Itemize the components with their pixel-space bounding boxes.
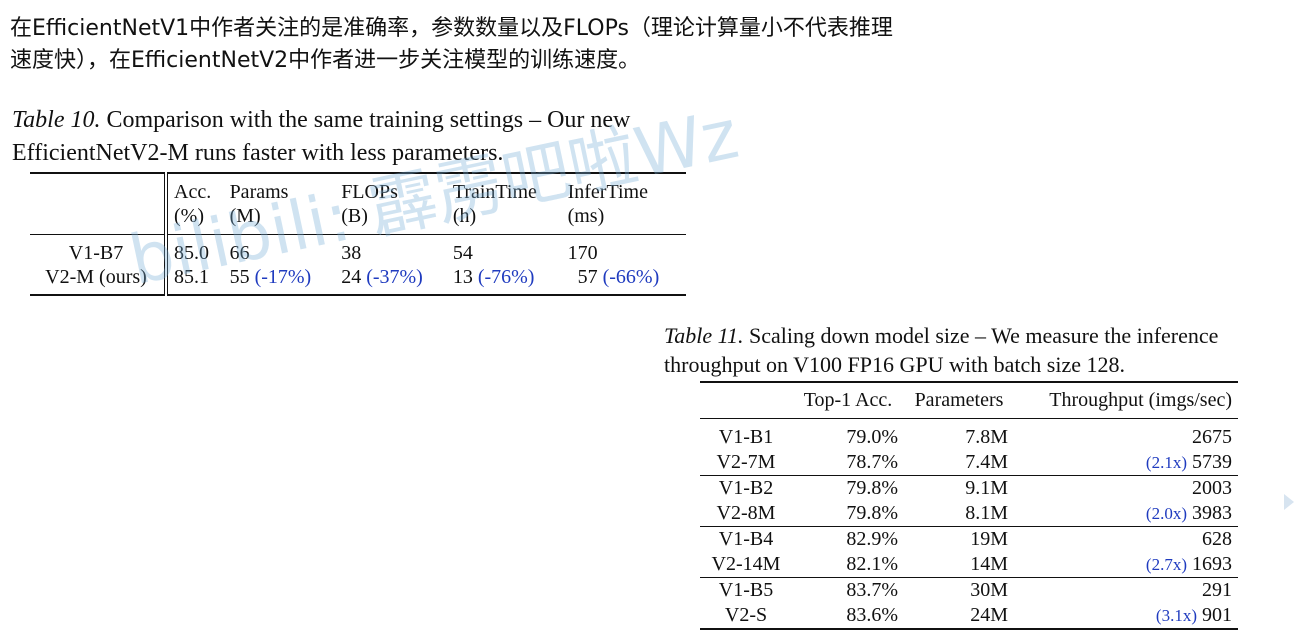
table10-header-params: Params(M) — [229, 181, 289, 227]
table10-cell-train: 13 (-76%) — [452, 266, 535, 288]
table10-row-name: V2-M (ours) — [30, 265, 168, 295]
table11-cell-throughput: (3.1x) 901 — [1155, 604, 1232, 626]
table11-speedup: (2.0x) — [1145, 504, 1187, 523]
table11-speedup: (2.7x) — [1145, 555, 1187, 574]
table11-row: V1-B1 79.0% 7.8M 2675 — [700, 419, 1238, 451]
table11-cell-acc: 83.6% — [846, 604, 898, 626]
table11-cell-throughput: 628 — [1202, 528, 1232, 550]
table11-row: V1-B2 79.8% 9.1M 2003 — [700, 475, 1238, 502]
table11-row: V1-B4 82.9% 19M 628 — [700, 526, 1238, 553]
table10-cell-acc: 85.0 — [174, 242, 209, 264]
table11-row: V1-B5 83.7% 30M 291 — [700, 577, 1238, 604]
table11-row-name: V1-B5 — [718, 579, 774, 601]
table11-cell-params: 14M — [970, 553, 1008, 575]
table10-cell-params: 66 — [229, 242, 250, 264]
table10-delta-infer: (-66%) — [602, 266, 660, 288]
table10-row: V1-B7 85.0 66 38 54 170 — [30, 234, 686, 265]
table10-caption: Table 10. Comparison with the same train… — [12, 104, 732, 170]
table11-cell-acc: 79.8% — [846, 502, 898, 524]
table11-cell-acc: 78.7% — [846, 451, 898, 473]
table11-header-acc: Top-1 Acc. — [803, 389, 893, 411]
table10-header-empty — [30, 173, 168, 235]
table11-speedup: (2.1x) — [1145, 453, 1187, 472]
table10-header-traintime: TrainTime(h) — [452, 181, 537, 227]
table10-cell-infer: 170 — [567, 242, 598, 264]
table11-caption-text: Scaling down model size – We measure the… — [664, 323, 1219, 377]
table11-cell-throughput: 2003 — [1192, 477, 1232, 499]
intro-text: 在EfficientNetV1中作者关注的是准确率，参数数量以及FLOPs（理论… — [10, 13, 1110, 77]
table11-row: V2-S 83.6% 24M (3.1x) 901 — [700, 603, 1238, 629]
table11-header-empty — [700, 382, 792, 419]
table10-delta-train: (-76%) — [477, 266, 535, 288]
intro-line-1: 在EfficientNetV1中作者关注的是准确率，参数数量以及FLOPs（理论… — [10, 16, 893, 41]
table11-cell-params: 7.8M — [965, 426, 1008, 448]
table11-cell-params: 8.1M — [965, 502, 1008, 524]
table10-header-infertime: InferTime(ms) — [567, 181, 648, 227]
table10-cell-flops: 24 (-37%) — [341, 266, 423, 288]
table11-header-throughput: Throughput (imgs/sec) — [1049, 389, 1232, 411]
table10-delta-flops: (-37%) — [366, 266, 423, 288]
table11-header-params: Parameters — [914, 389, 1004, 411]
intro-line-2: 速度快），在EfficientNetV2中作者进一步关注模型的训练速度。 — [10, 48, 641, 73]
table10-cell-flops: 38 — [341, 242, 362, 264]
table11: Top-1 Acc. Parameters Throughput (imgs/s… — [700, 381, 1238, 630]
table11-row-name: V1-B1 — [718, 426, 774, 448]
table11-cell-params: 7.4M — [965, 451, 1008, 473]
table11-row: V2-14M 82.1% 14M (2.7x) 1693 — [700, 552, 1238, 578]
table11-row-name: V2-8M — [716, 502, 776, 524]
table11-cell-throughput: 291 — [1202, 579, 1232, 601]
table11-caption-label: Table 11. — [664, 323, 744, 348]
table10-header-acc: Acc.(%) — [174, 181, 212, 227]
table11-row-name: V1-B4 — [718, 528, 774, 550]
table11-caption: Table 11. Scaling down model size – We m… — [664, 321, 1289, 379]
table11-cell-params: 24M — [970, 604, 1008, 626]
table11-row-name: V1-B2 — [718, 477, 774, 499]
table11-row-name: V2-S — [724, 604, 768, 626]
table10-header-row: Acc.(%) Params(M) FLOPs(B) TrainTime(h) … — [30, 173, 686, 235]
table10-caption-text: Comparison with the same training settin… — [12, 107, 631, 166]
table11-cell-throughput: (2.0x) 3983 — [1145, 502, 1232, 524]
table10-cell-params: 55 (-17%) — [229, 266, 312, 288]
table11-cell-acc: 83.7% — [846, 579, 898, 601]
table10-header-flops: FLOPs(B) — [341, 181, 398, 227]
table11-cell-throughput: 2675 — [1192, 426, 1232, 448]
table11-row-name: V2-14M — [711, 553, 781, 575]
table11-cell-params: 19M — [970, 528, 1008, 550]
table11-speedup: (3.1x) — [1155, 606, 1197, 625]
table11-cell-acc: 82.1% — [846, 553, 898, 575]
table11-cell-params: 30M — [970, 579, 1008, 601]
table11-cell-throughput: (2.1x) 5739 — [1145, 451, 1232, 473]
table10-caption-label: Table 10. — [12, 107, 101, 133]
table11-cell-throughput: (2.7x) 1693 — [1145, 553, 1232, 575]
table11-row-name: V2-7M — [716, 451, 776, 473]
table10-cell-infer: 57 (-66%) — [577, 266, 660, 288]
table11-cell-acc: 82.9% — [846, 528, 898, 550]
table11-header-row: Top-1 Acc. Parameters Throughput (imgs/s… — [700, 382, 1238, 419]
table11-row: V2-8M 79.8% 8.1M (2.0x) 3983 — [700, 501, 1238, 527]
table11-cell-acc: 79.0% — [846, 426, 898, 448]
table10-row-name: V1-B7 — [30, 234, 168, 265]
table10-cell-acc: 85.1 — [174, 266, 209, 288]
table10: Acc.(%) Params(M) FLOPs(B) TrainTime(h) … — [30, 172, 686, 296]
table10-cell-train: 54 — [452, 242, 473, 264]
table11-cell-params: 9.1M — [965, 477, 1008, 499]
next-arrow-icon[interactable] — [1284, 494, 1294, 510]
table11-cell-acc: 79.8% — [846, 477, 898, 499]
table10-row: V2-M (ours) 85.1 55 (-17%) 24 (-37%) 13 … — [30, 265, 686, 295]
table10-delta-params: (-17%) — [254, 266, 312, 288]
table11-row: V2-7M 78.7% 7.4M (2.1x) 5739 — [700, 450, 1238, 476]
